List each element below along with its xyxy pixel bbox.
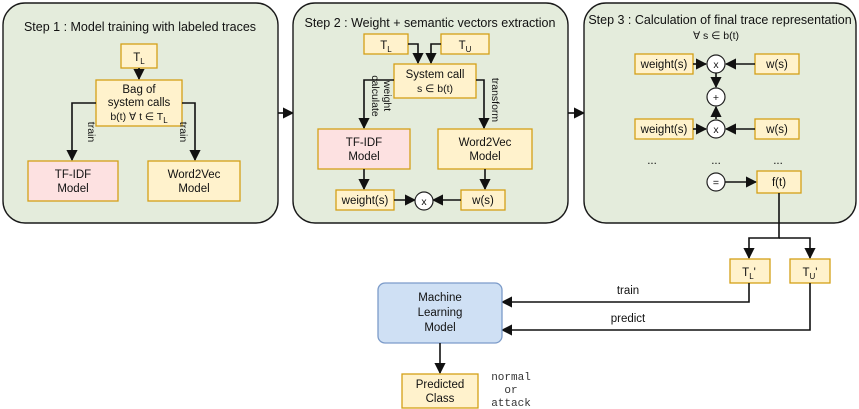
bottom-section: TL' TU' train predict Machine Learning M… xyxy=(377,193,831,409)
step3-ellipsis-right: ... xyxy=(773,155,783,167)
predicted-class-box xyxy=(401,373,479,409)
step1-bag-line2: system calls xyxy=(108,97,171,109)
step2-panel: Step 2 : Weight + semantic vectors extra… xyxy=(292,2,569,224)
step2-tu-arrow xyxy=(425,43,441,65)
output-or: or xyxy=(504,385,517,397)
train-label: train xyxy=(617,285,639,297)
step1-train-right-label: train xyxy=(177,122,189,143)
step1-tfidf-line1: TF-IDF xyxy=(55,169,91,181)
predicted-class-line2: Class xyxy=(426,393,455,405)
step2-tfidf-box xyxy=(317,128,411,170)
step3-title: Step 3 : Calculation of final trace repr… xyxy=(588,13,851,27)
step2-tfidf-line1: TF-IDF xyxy=(346,137,382,149)
train-arrow xyxy=(500,283,750,308)
predict-arrow xyxy=(500,283,811,336)
tu-prime-label: TU' xyxy=(802,267,817,281)
f-to-tl-prime-arrow xyxy=(743,193,780,260)
tu-prime-box xyxy=(789,258,831,284)
step1-train-arrow-left xyxy=(66,102,96,162)
step1-title: Step 1 : Model training with labeled tra… xyxy=(24,20,256,34)
ml-model-line1: Machine xyxy=(418,292,461,304)
step2-calc-line1: calculate xyxy=(369,75,381,117)
step3-ellipsis-mid: ... xyxy=(711,155,721,167)
step2-tl-arrow xyxy=(408,43,424,65)
step2-weight-label: weight(s) xyxy=(341,195,389,207)
output-attack: attack xyxy=(491,398,531,409)
step3-weight2-label: weight(s) xyxy=(640,124,688,136)
step1-train-left-label: train xyxy=(85,122,97,143)
step1-input-label: TL xyxy=(133,52,145,66)
output-normal: normal xyxy=(491,372,531,384)
step3-panel: Step 3 : Calculation of final trace repr… xyxy=(583,2,857,224)
step3-multiply2-op xyxy=(706,119,726,139)
step3-equals-label: = xyxy=(713,177,719,189)
step1-tfidf-line2: Model xyxy=(57,183,88,195)
step2-syscall-line1: System call xyxy=(406,69,465,81)
predict-label: predict xyxy=(611,313,646,325)
predicted-class-line1: Predicted xyxy=(416,379,465,391)
ml-model-line3: Model xyxy=(424,322,455,334)
step3-w2-label: w(s) xyxy=(765,124,788,136)
tl-prime-label: TL' xyxy=(742,267,756,281)
step2-w2v-box xyxy=(437,128,533,170)
step1-bag-line3: b(t) ∀ t ∈ TL xyxy=(110,111,168,125)
step3-forall: ∀ s ∈ b(t) xyxy=(693,30,739,42)
step2-multiply-label: x xyxy=(421,196,427,208)
step3-w1-label: w(s) xyxy=(765,59,788,71)
step2-tfidf-line2: Model xyxy=(348,151,379,163)
step1-train-arrow-right xyxy=(182,102,201,162)
tl-prime-box xyxy=(729,258,771,284)
step2-w2v-line2: Model xyxy=(469,151,500,163)
step2-syscall-box xyxy=(393,63,477,99)
step3-weight1-label: weight(s) xyxy=(640,59,688,71)
step2-syscall-line2: s ∈ b(t) xyxy=(417,83,453,95)
step2-tl-label: TL xyxy=(380,40,392,54)
step2-calc-line2: weight xyxy=(381,80,393,111)
step2-calc-arrow xyxy=(358,79,394,130)
step2-transform-arrow xyxy=(476,79,490,130)
step2-w-label: w(s) xyxy=(471,195,494,207)
step1-w2v-line1: Word2Vec xyxy=(168,169,221,181)
step1-w2v-box xyxy=(147,160,241,202)
step1-bag-line1: Bag of xyxy=(122,84,156,96)
step2-multiply-op xyxy=(414,191,434,211)
step1-input-box xyxy=(120,43,158,69)
step3-ellipsis-left: ... xyxy=(647,155,657,167)
step3-f-label: f(t) xyxy=(772,177,786,189)
step3-multiply1-label: x xyxy=(713,59,719,71)
step2-tu-label: TU xyxy=(459,40,472,54)
step1-tfidf-box xyxy=(27,160,119,202)
step1-panel: Step 1 : Model training with labeled tra… xyxy=(2,2,279,224)
ml-model-line2: Learning xyxy=(418,307,463,319)
step3-plus-label: + xyxy=(713,92,719,104)
step1-w2v-line2: Model xyxy=(178,183,209,195)
step2-transform-label: transform xyxy=(489,78,501,123)
step2-title: Step 2 : Weight + semantic vectors extra… xyxy=(305,16,556,30)
step2-w2v-line1: Word2Vec xyxy=(459,137,512,149)
step3-multiply2-label: x xyxy=(713,124,719,136)
f-to-tu-prime-arrow xyxy=(779,237,816,260)
